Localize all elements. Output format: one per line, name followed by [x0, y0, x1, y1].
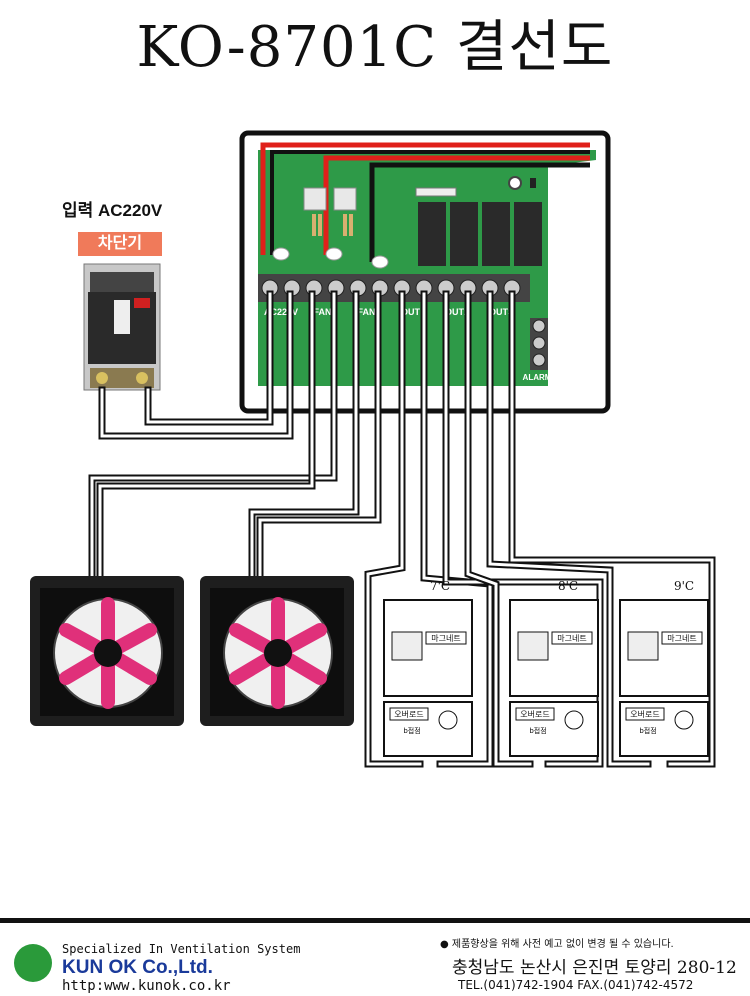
- change-notice: ● 제품향상을 위해 사전 예고 없이 변경 될 수 있습니다.: [440, 939, 674, 950]
- company-website: http:www.kunok.co.kr: [62, 978, 231, 994]
- contactor-1-magnet: 마그네트: [431, 634, 460, 643]
- breaker-label: 차단기: [78, 232, 162, 256]
- contactor-1-temp: 7'C: [430, 579, 450, 593]
- alarm-label: ALARM: [523, 373, 552, 382]
- contactor-3-overload: 오버로드: [630, 709, 659, 719]
- company-tagline: Specialized In Ventilation System: [62, 942, 301, 956]
- contactor-3-magnet: 마그네트: [667, 634, 696, 643]
- circuit-breaker: [83, 263, 161, 391]
- input-voltage-label: 입력 AC220V: [62, 201, 163, 220]
- transformer-1: [303, 187, 327, 211]
- contactor-2-overload: 오버로드: [520, 709, 549, 719]
- company-name: KUN OK Co.,Ltd.: [62, 957, 213, 978]
- relay-3: [482, 202, 510, 266]
- contactor-2: 8'C 마그네트 오버로드 b접점: [509, 579, 599, 757]
- company-phone-fax: TEL.(041)742-1904 FAX.(041)742-4572: [458, 978, 694, 992]
- company-address: 충청남도 논산시 은진면 토양리 280-12: [452, 958, 737, 978]
- fan-1: [30, 576, 184, 726]
- footer-divider: [0, 918, 750, 923]
- page-title: KO-8701C 결선도: [136, 15, 614, 80]
- contactor-3-temp: 9'C: [674, 579, 694, 593]
- terminal-label-ac220v: AC220V: [264, 307, 298, 317]
- transformer-2: [333, 187, 357, 211]
- relay-2: [450, 202, 478, 266]
- relay-4: [514, 202, 542, 266]
- contactor-3-contact: b접점: [639, 727, 656, 735]
- terminal-label-out3: OUT3: [489, 307, 513, 317]
- contactor-2-temp: 8'C: [558, 579, 578, 593]
- terminal-strip: [258, 274, 530, 302]
- contactor-3: 9'C 마그네트 오버로드 b접점: [619, 579, 709, 757]
- contactor-1-overload: 오버로드: [394, 709, 423, 719]
- company-logo-icon: [14, 944, 52, 982]
- alarm-terminals: [530, 318, 548, 370]
- fan-2: [200, 576, 354, 726]
- contactor-1-contact: b접점: [403, 727, 420, 735]
- contactor-1: 7'C 마그네트 오버로드 b접점: [383, 579, 473, 757]
- contactor-2-magnet: 마그네트: [557, 634, 586, 643]
- contactor-2-contact: b접점: [529, 727, 546, 735]
- terminal-label-out2: OUT2: [445, 307, 469, 317]
- terminal-label-fan1: FAN1: [313, 307, 336, 317]
- terminal-label-out1: OUT1: [401, 307, 425, 317]
- terminal-label-fan2: FAN2: [357, 307, 380, 317]
- wiring: [88, 290, 716, 768]
- relay-1: [418, 202, 446, 266]
- connector-header: [415, 187, 457, 197]
